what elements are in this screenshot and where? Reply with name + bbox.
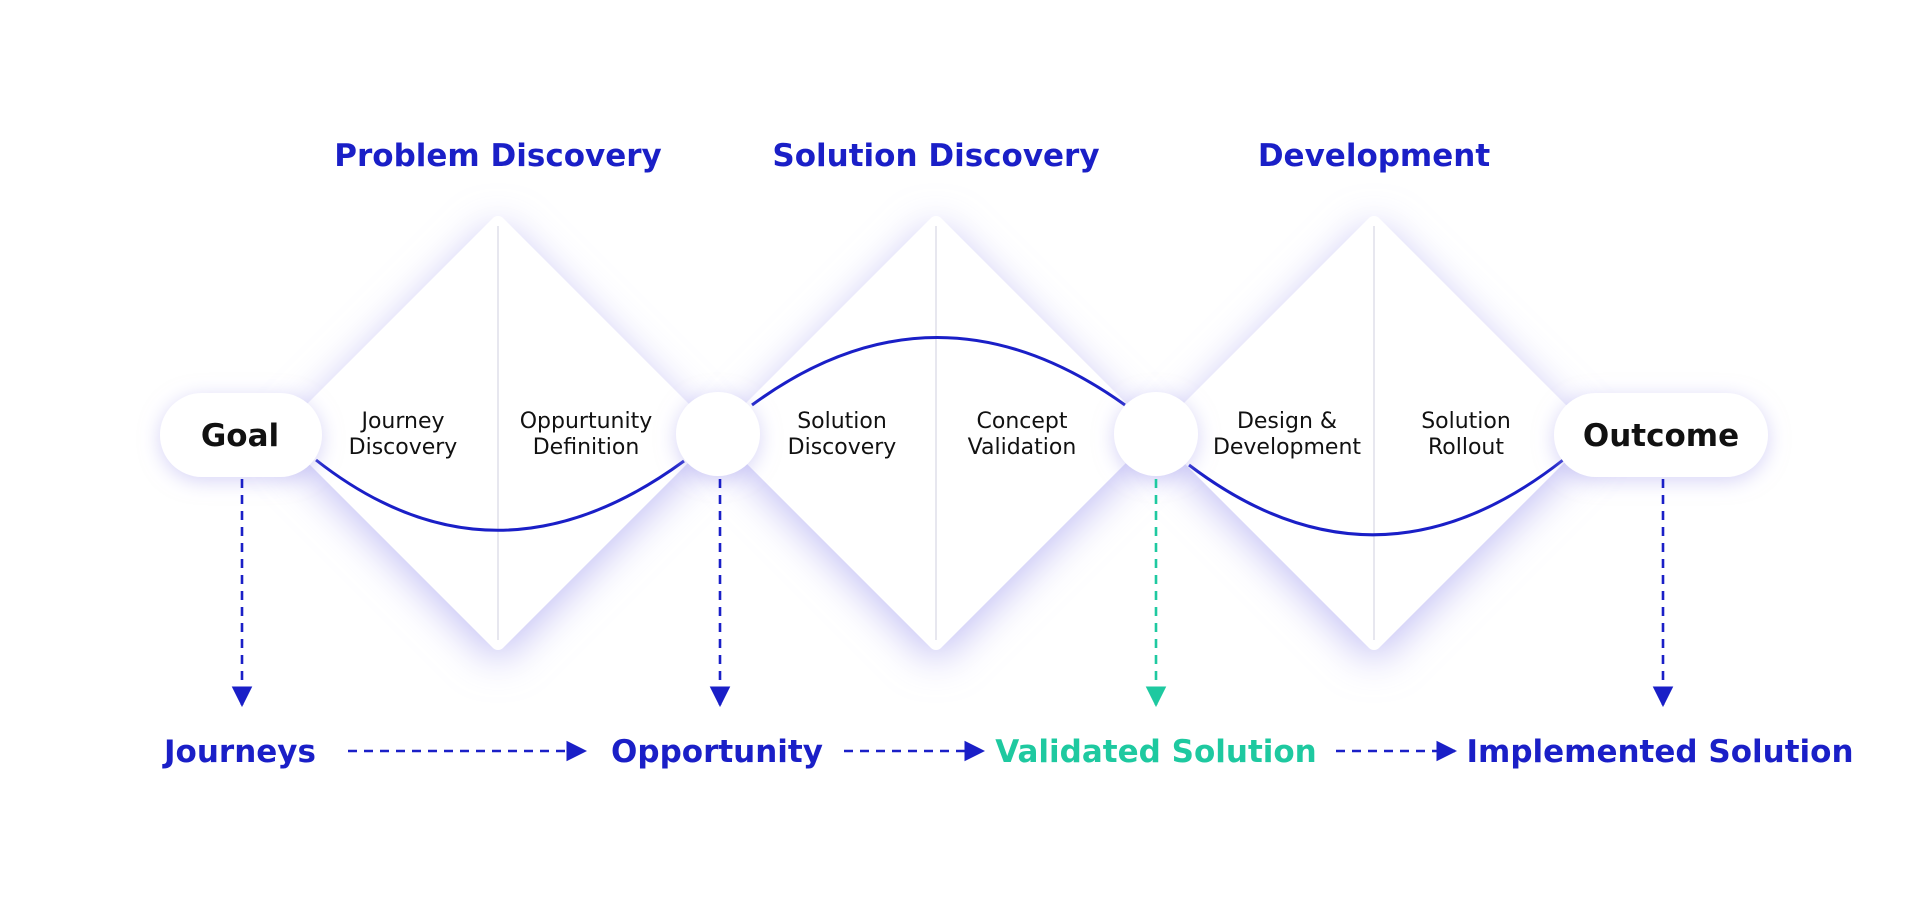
phase-title: Development (1258, 138, 1490, 174)
outcome-node: Outcome (1554, 393, 1768, 477)
step-label: Design & (1237, 409, 1337, 434)
outcome-label: Outcome (1583, 418, 1739, 454)
step-label: Oppurtunity (520, 409, 653, 434)
step-label: Development (1213, 435, 1361, 460)
output-label: Implemented Solution (1466, 734, 1853, 770)
phase-title: Problem Discovery (334, 138, 661, 174)
flow-curve-3 (1188, 458, 1564, 537)
step-label: Validation (968, 435, 1077, 460)
flow-curve-2 (751, 336, 1126, 407)
diamond-solution-discovery (719, 216, 1153, 650)
diamond-problem-discovery (281, 216, 715, 650)
step-label: Discovery (349, 435, 458, 460)
step-label: Solution (797, 409, 887, 434)
goal-label: Goal (201, 418, 279, 454)
step-label: Solution (1421, 409, 1511, 434)
step-label: Concept (977, 409, 1068, 434)
output-label: Validated Solution (995, 734, 1317, 770)
output-label: Journeys (162, 734, 316, 770)
step-label: Definition (533, 435, 640, 460)
goal-node: Goal (160, 393, 322, 477)
diamond-development (1157, 216, 1591, 650)
step-label: Journey (359, 409, 444, 434)
step-label: Rollout (1428, 435, 1504, 460)
flow-curve-1 (315, 458, 685, 532)
connector-node-2 (1114, 392, 1198, 476)
phase-title: Solution Discovery (772, 138, 1099, 174)
connector-node-1 (676, 392, 760, 476)
step-label: Discovery (788, 435, 897, 460)
output-label: Opportunity (611, 734, 823, 770)
